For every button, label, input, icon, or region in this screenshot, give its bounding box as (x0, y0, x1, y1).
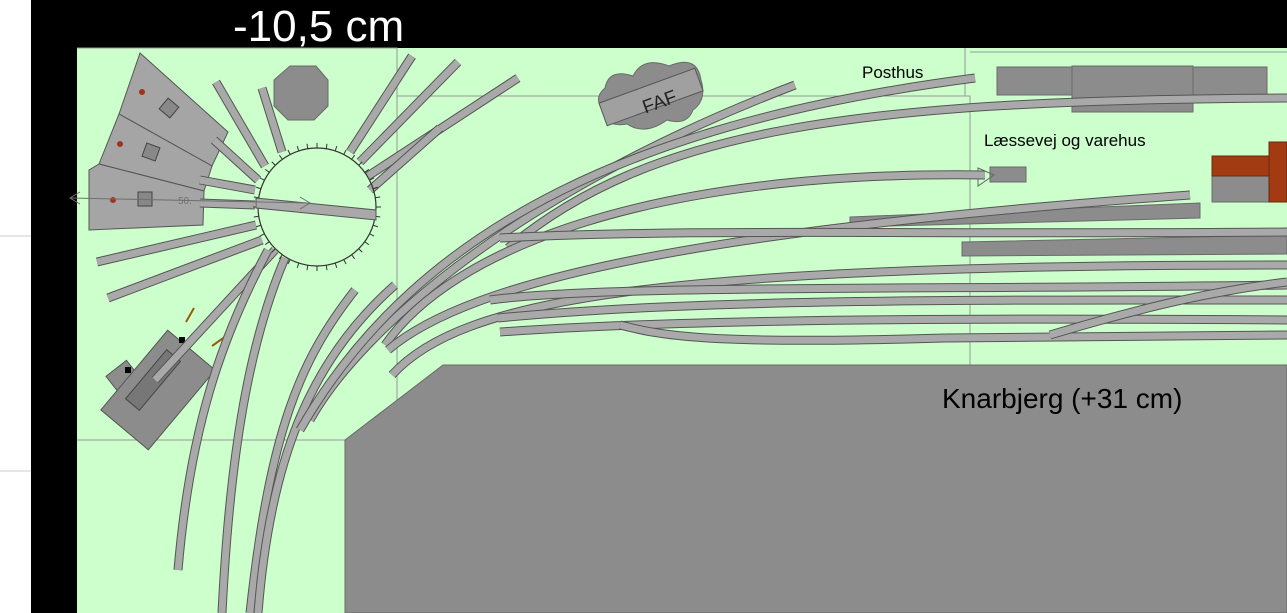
turntable-tick (372, 186, 379, 190)
turntable-tick (253, 215, 259, 218)
posthus-label: Posthus (862, 63, 923, 82)
turntable-tick (259, 177, 265, 181)
track-segment (382, 171, 986, 347)
track-segment (258, 86, 286, 154)
loading-road-label: Læssevej og varehus (984, 131, 1146, 150)
turntable-tick (259, 233, 265, 237)
track-segment (347, 54, 415, 154)
loading-ramp (977, 166, 1027, 187)
turntable-tick (278, 254, 283, 260)
warehouse (1211, 141, 1287, 203)
turntable-tick (296, 145, 300, 152)
turntable-tick (296, 262, 300, 269)
turntable-tick (369, 177, 375, 181)
turntable-tick (343, 149, 347, 155)
elevation-label: -10,5 cm (233, 2, 404, 51)
track-segment (211, 137, 261, 183)
turntable-tick (364, 168, 370, 173)
turntable-tick (278, 154, 283, 160)
turntable-tick (343, 259, 347, 265)
track-segment (499, 315, 1287, 336)
track-segment (199, 176, 256, 194)
track-segment (385, 191, 1191, 353)
turntable-tick (358, 248, 363, 253)
track-segment (246, 287, 358, 613)
turntable-tick (375, 196, 381, 199)
track-segment (174, 248, 272, 571)
track-segment (944, 331, 1287, 342)
turntable-tick (264, 241, 270, 246)
track-segment (254, 282, 398, 613)
turntable-tick (255, 224, 262, 228)
track-segment (619, 321, 946, 344)
faf-track-piece (598, 67, 704, 127)
turntable-tick (372, 224, 379, 228)
turntable-tick (255, 186, 262, 190)
turntable-tick (351, 154, 356, 160)
track-segment (199, 199, 256, 209)
roundhouse (88, 52, 229, 231)
track-segment (499, 228, 1287, 242)
turntable-tick (334, 145, 338, 152)
track-segment (366, 75, 520, 179)
station-area-block (344, 364, 1287, 613)
turntable-tick (306, 265, 309, 271)
track-segment (489, 281, 1287, 304)
turntable-tick (287, 259, 291, 265)
turntable-tick (351, 254, 356, 260)
turntable-tick (264, 168, 270, 173)
turntable (253, 143, 381, 271)
track-segment (357, 59, 461, 165)
turntable-tick (364, 241, 370, 246)
track-segment (96, 221, 257, 266)
station-label: Knarbjerg (+31 cm) (942, 383, 1182, 414)
measure-label: 50. (178, 196, 192, 207)
turntable-tick (325, 143, 328, 149)
turntable-tick (334, 262, 338, 269)
turntable-tick (358, 161, 363, 166)
track-layer (95, 53, 1287, 613)
turntable-tick (306, 143, 309, 149)
platform-lower (961, 234, 1287, 257)
track-segment (367, 125, 443, 193)
turntable-tick (271, 161, 276, 166)
turntable-tick (287, 149, 291, 155)
measure-line: 50. (69, 191, 311, 210)
turntable-tick (271, 248, 276, 253)
turntable-tick (369, 233, 375, 237)
octagon-building (273, 65, 329, 121)
track-segment (218, 256, 289, 613)
track-segment (106, 236, 264, 302)
track-segment (1048, 278, 1287, 339)
track-segment (212, 80, 269, 168)
turntable-tick (253, 196, 259, 199)
track-segment (505, 94, 1287, 251)
turntable-tick (325, 265, 328, 271)
track-segment (296, 74, 976, 432)
